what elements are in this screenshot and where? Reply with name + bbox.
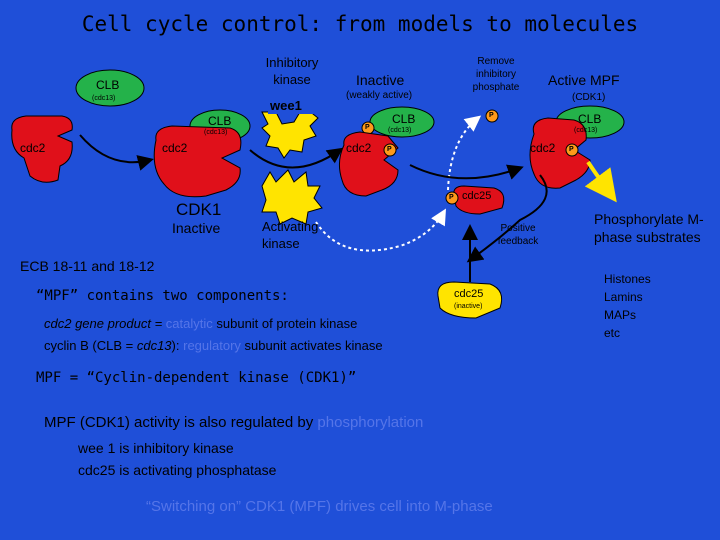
- text-cyclin-a: cyclin B (CLB =: [44, 338, 137, 353]
- cdc2-protein-3: [338, 131, 399, 197]
- substrate-histones: Histones: [604, 272, 651, 286]
- label-cdc25-inactive: cdc25: [454, 288, 484, 300]
- text-mpf-activity-a: MPF (CDK1) activity is also regulated by: [44, 414, 318, 431]
- arrow-positive-feedback: [466, 174, 548, 263]
- substrate-lamins: Lamins: [604, 290, 643, 304]
- clb-cyclin-1: [75, 69, 145, 107]
- text-mpf-two: “MPF” contains two components:: [36, 288, 289, 304]
- text-cyclin-c: ):: [171, 338, 184, 353]
- label-remove-phosphate: Remove inhibitory phosphate: [472, 56, 520, 93]
- phosphate-activating-2: [565, 143, 579, 157]
- slide-title: Cell cycle control: from models to molec…: [81, 12, 639, 36]
- label-inactive-top: Inactive: [356, 72, 405, 88]
- text-cyclin-e: subunit activates kinase: [240, 338, 383, 353]
- arrow-wee1: [249, 147, 344, 169]
- substrate-maps: MAPs: [604, 308, 637, 322]
- arrow-activation: [409, 164, 524, 180]
- cdc2-protein-2: [153, 125, 242, 198]
- cdc2-protein-1: [11, 115, 73, 183]
- phosphate-cdc25: [445, 191, 459, 205]
- text-mpf-cdk: MPF = “Cyclin-dependent kinase (CDK1)”: [36, 370, 357, 386]
- text-catalytic: catalytic: [165, 316, 213, 331]
- arrow-substrates: [584, 160, 617, 203]
- text-cyclin-b: cdc13: [136, 338, 172, 353]
- clb-label-2: CLB: [208, 114, 232, 128]
- cdc13-label-4: (cdc13): [574, 127, 598, 134]
- cdc2-label-4: cdc2: [530, 141, 556, 155]
- label-ecb: ECB 18-11 and 18-12: [20, 258, 155, 274]
- phosphate-activating-1: [383, 143, 397, 157]
- label-phosphorylate: Phosphorylate M-phase substrates: [594, 211, 704, 245]
- label-active-mpf: Active MPF: [548, 72, 620, 88]
- label-activating-kinase: Activating kinase: [262, 219, 319, 251]
- label-weakly-active: (weakly active): [346, 90, 413, 101]
- cdc2-label-3: cdc2: [346, 141, 372, 155]
- clb-label-3: CLB: [392, 112, 416, 126]
- cdc2-label-1: cdc2: [20, 141, 46, 155]
- label-cdk1: CDK1: [176, 200, 222, 219]
- text-mpf-activity: MPF (CDK1) activity is also regulated by…: [44, 414, 423, 431]
- text-cdc2-b: gene product =: [71, 316, 166, 331]
- p-label-4: P: [569, 146, 574, 153]
- p-label-3: P: [489, 112, 494, 119]
- text-wee1-line: wee 1 is inhibitory kinase: [78, 440, 234, 456]
- label-inactive: Inactive: [172, 220, 221, 236]
- cdc13-label-1: (cdc13): [92, 95, 116, 102]
- cdc25-inactive: [437, 281, 503, 319]
- activating-kinase: [261, 169, 323, 225]
- cdc13-label-3: (cdc13): [388, 127, 412, 134]
- text-cyclin-line: cyclin B (CLB = cdc13): regulatory subun…: [44, 338, 383, 353]
- substrate-etc: etc: [604, 326, 621, 340]
- text-regulatory: regulatory: [183, 338, 241, 353]
- p-label-5: P: [449, 194, 454, 201]
- cdc2-label-2: cdc2: [162, 141, 188, 155]
- p-label-1: P: [365, 124, 370, 131]
- arrow-cdc25-dotted: [447, 115, 482, 191]
- text-cdc2-d: subunit of protein kinase: [212, 316, 358, 331]
- text-switching: “Switching on” CDK1 (MPF) drives cell in…: [146, 498, 493, 515]
- label-inactive-small: (inactive): [454, 303, 483, 310]
- text-phosphorylation: phosphorylation: [317, 414, 424, 431]
- phosphate-removed: [485, 109, 499, 123]
- cdc25-active: [453, 185, 505, 215]
- cdc13-label-2: (cdc13): [204, 129, 228, 136]
- text-cdc2-line: cdc2 gene product = catalytic subunit of…: [44, 316, 357, 331]
- label-cdk1-paren: (CDK1): [572, 92, 606, 103]
- text-cdc2-italic: cdc2: [44, 316, 72, 331]
- label-wee1: wee1: [270, 98, 302, 113]
- label-inhibitory-kinase: Inhibitory kinase: [265, 55, 319, 87]
- clb-label-1: CLB: [96, 78, 120, 92]
- p-label-2: P: [387, 146, 392, 153]
- clb-label-4: CLB: [578, 112, 602, 126]
- wee1-kinase: [261, 98, 319, 159]
- label-cdc25: cdc25: [462, 190, 492, 202]
- text-cdc25-line: cdc25 is activating phosphatase: [78, 462, 277, 478]
- label-positive-feedback: Positive feedback: [497, 223, 539, 247]
- arrow-cdc2-binding: [79, 134, 154, 171]
